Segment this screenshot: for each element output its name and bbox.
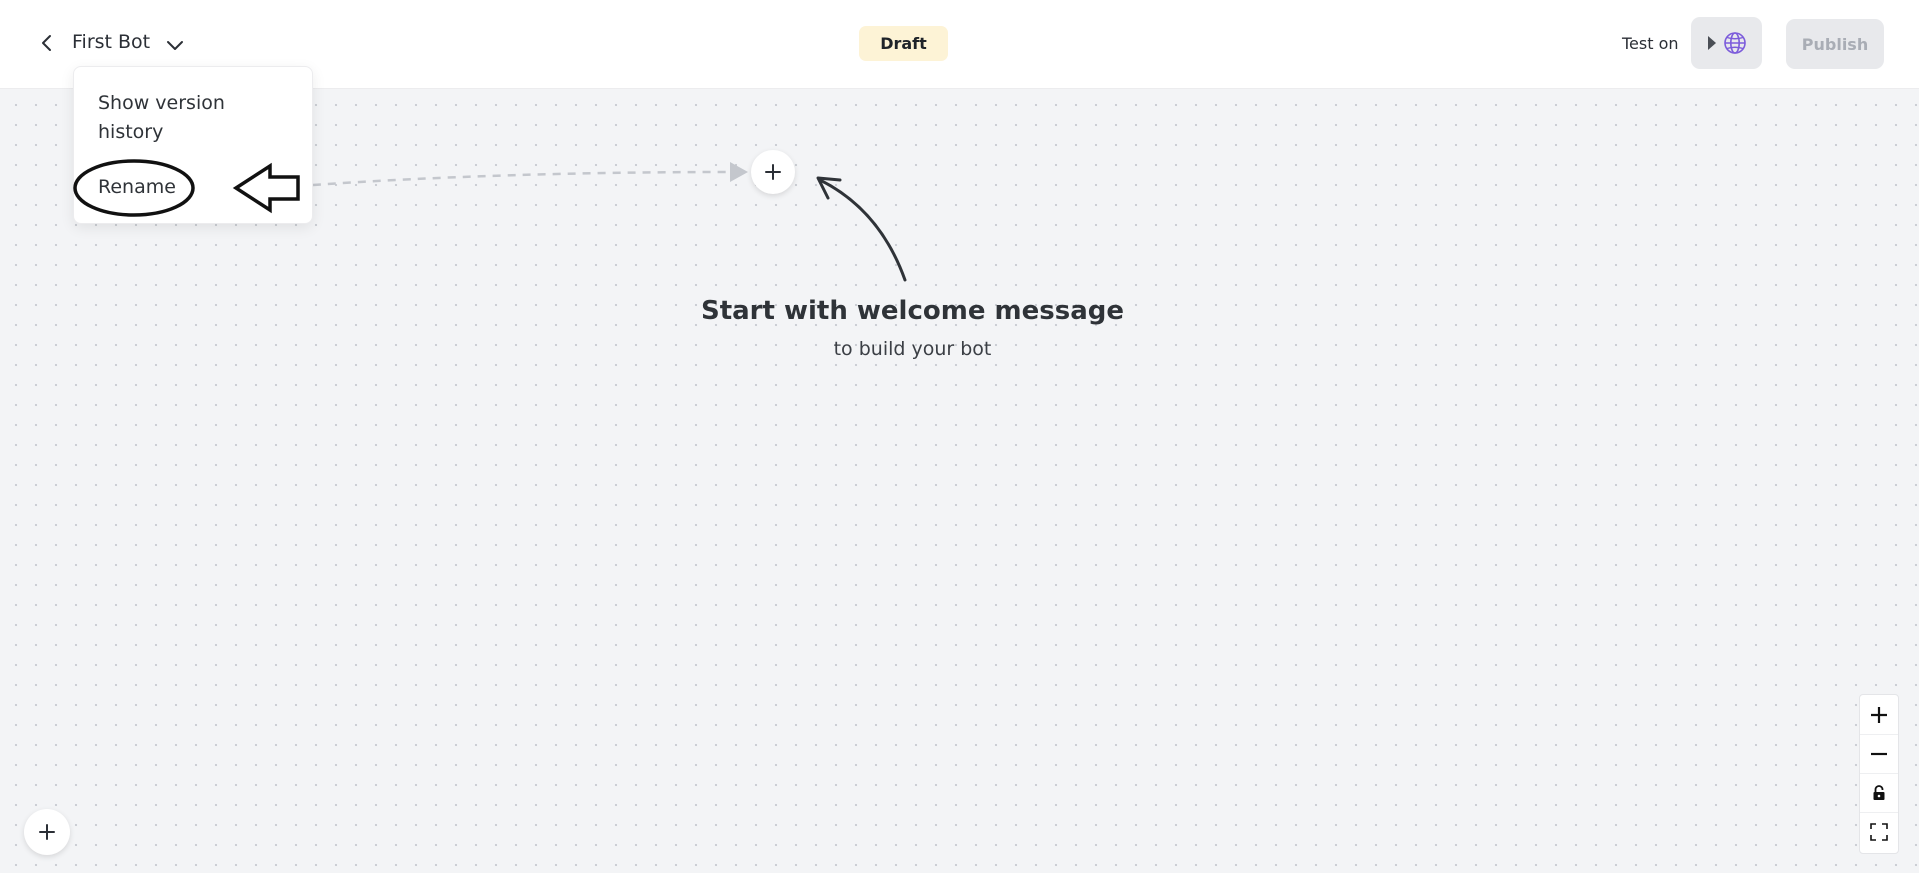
plus-icon (39, 824, 55, 840)
bot-name[interactable]: First Bot (72, 31, 151, 53)
fit-view-icon (1870, 822, 1888, 841)
add-first-node-button[interactable] (751, 150, 795, 194)
add-block-button[interactable] (24, 809, 70, 855)
play-icon (1707, 36, 1716, 50)
flow-canvas[interactable] (0, 89, 1919, 873)
bot-options-menu: Show version history Rename (73, 66, 313, 224)
top-bar: First Bot Draft Test on Publish (0, 0, 1919, 89)
zoom-controls (1859, 694, 1899, 854)
chevron-down-icon (167, 41, 183, 50)
menu-item-rename[interactable]: Rename (98, 176, 176, 198)
lock-canvas-button[interactable] (1860, 773, 1898, 813)
chevron-left-icon (42, 35, 51, 51)
publish-button[interactable]: Publish (1786, 19, 1884, 69)
globe-icon (1723, 32, 1746, 54)
zoom-out-button[interactable] (1860, 734, 1898, 774)
zoom-out-icon (1871, 752, 1887, 755)
hint-subtitle: to build your bot (833, 338, 992, 360)
menu-item-show-version-history[interactable]: Show version history (98, 92, 225, 143)
zoom-in-button[interactable] (1860, 695, 1898, 735)
status-badge: Draft (859, 26, 948, 61)
plus-icon (765, 164, 781, 180)
fit-view-button[interactable] (1860, 812, 1898, 851)
bot-menu-toggle[interactable] (164, 34, 186, 56)
hint-title: Start with welcome message (700, 296, 1124, 326)
test-on-label: Test on (1622, 34, 1679, 53)
lock-icon (1873, 784, 1885, 800)
back-button[interactable] (34, 30, 60, 56)
test-on-web-button[interactable] (1691, 17, 1762, 69)
zoom-in-icon (1871, 706, 1887, 723)
